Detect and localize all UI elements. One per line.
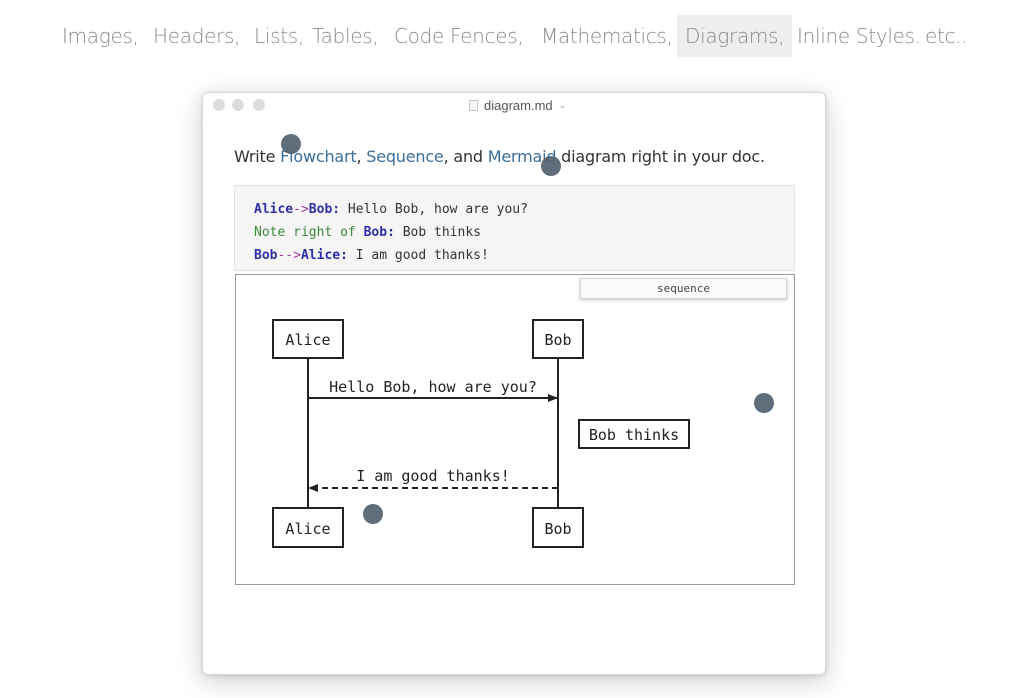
code-actor: Alice <box>300 248 341 263</box>
code-message: Bob thinks <box>394 225 481 240</box>
nav-item-inline-styles[interactable]: Inline Styles. <box>797 24 921 48</box>
nav-item-lists[interactable]: Lists, <box>254 24 304 48</box>
sequence-diagram-svg: Alice Bob Hello Bob, how are you? Bob th… <box>272 319 690 548</box>
message-label: Hello Bob, how are you? <box>329 378 537 396</box>
intro-paragraph: Write Flowchart, Sequence, and Mermaid d… <box>234 147 765 166</box>
code-message: Hello Bob, how are you? <box>340 202 528 217</box>
code-line: Bob-->Alice: I am good thanks! <box>254 244 794 267</box>
nav-item-code-fences[interactable]: Code Fences, <box>394 24 524 48</box>
window-title-text: diagram.md <box>484 97 553 113</box>
code-line: Note right of Bob: Bob thinks <box>254 221 794 244</box>
nav-item-etc[interactable]: etc.. <box>925 24 968 48</box>
nav-item-images[interactable]: Images, <box>62 24 139 48</box>
nav-item-tables[interactable]: Tables, <box>312 24 379 48</box>
mermaid-link[interactable]: Mermaid <box>487 147 557 166</box>
code-message: I am good thanks! <box>347 248 489 263</box>
cursor-indicator <box>541 156 561 176</box>
window-title[interactable]: diagram.md ⌄ <box>469 97 566 113</box>
code-block[interactable]: Alice->Bob: Hello Bob, how are you? Note… <box>234 185 795 271</box>
zoom-window-button[interactable] <box>253 99 265 111</box>
code-actor: Bob <box>308 202 333 217</box>
actor-label: Bob <box>544 520 571 538</box>
code-space <box>356 225 364 240</box>
feature-nav: Images, Headers, Lists, Tables, Code Fen… <box>0 15 1024 57</box>
cursor-indicator <box>281 134 301 154</box>
note-box: Bob thinks <box>578 419 690 449</box>
language-label[interactable]: sequence <box>580 278 787 299</box>
actor-label: Alice <box>285 520 330 538</box>
intro-prefix: Write <box>234 147 281 166</box>
note-label: Bob thinks <box>589 426 679 444</box>
cursor-indicator <box>363 504 383 524</box>
cursor-indicator <box>754 393 774 413</box>
intro-separator: , and <box>443 147 488 166</box>
code-actor: Alice <box>254 202 294 217</box>
minimize-window-button[interactable] <box>232 99 244 111</box>
document-icon <box>469 99 478 111</box>
nav-item-headers[interactable]: Headers, <box>153 24 241 48</box>
code-arrow: -> <box>293 202 309 217</box>
intro-separator: , <box>356 147 367 166</box>
nav-item-diagrams[interactable]: Diagrams, <box>677 15 793 57</box>
actor-box-bob-top: Bob <box>532 319 584 359</box>
actor-box-bob-bottom: Bob <box>532 507 584 548</box>
window-titlebar: diagram.md ⌄ <box>203 93 825 117</box>
sequence-link[interactable]: Sequence <box>366 147 444 166</box>
code-colon: : <box>387 225 395 240</box>
actor-label: Alice <box>285 331 330 349</box>
intro-suffix: diagram right in your doc. <box>556 147 765 166</box>
message-label: I am good thanks! <box>356 467 510 485</box>
code-note-keyword: Note right of <box>254 225 356 240</box>
code-colon: : <box>340 248 348 263</box>
actor-box-alice-top: Alice <box>272 319 344 359</box>
sequence-diagram[interactable]: sequence Alice Bob Hello Bob, how are yo… <box>235 274 795 585</box>
code-line: Alice->Bob: Hello Bob, how are you? <box>254 198 794 221</box>
chevron-down-icon: ⌄ <box>558 99 567 110</box>
code-actor: Bob <box>254 248 278 263</box>
close-window-button[interactable] <box>213 99 225 111</box>
code-colon: : <box>332 202 341 217</box>
code-arrow: --> <box>277 248 301 263</box>
code-actor: Bob <box>363 225 388 240</box>
actor-label: Bob <box>544 331 571 349</box>
flowchart-link[interactable]: Flowchart <box>280 147 357 166</box>
actor-box-alice-bottom: Alice <box>272 507 344 548</box>
nav-item-mathematics[interactable]: Mathematics, <box>541 24 673 48</box>
editor-window: diagram.md ⌄ Write Flowchart, Sequence, … <box>202 92 826 675</box>
